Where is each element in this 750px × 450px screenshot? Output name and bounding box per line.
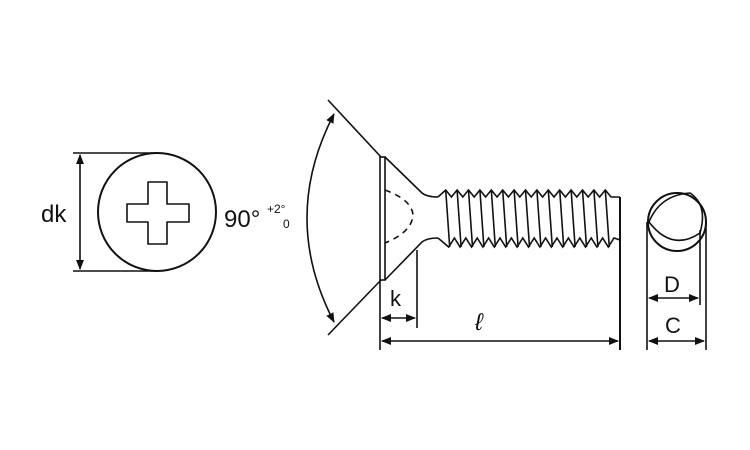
thread-profile [437, 188, 620, 199]
dk-label: dk [41, 201, 67, 228]
screw-end-view [646, 192, 707, 350]
d-label: D [664, 272, 680, 297]
angle-tol-minus: 0 [283, 217, 290, 231]
head-top-view [73, 152, 217, 272]
k-label: k [390, 286, 402, 311]
angle-label: 90° [224, 206, 260, 233]
thread-profile [444, 189, 611, 248]
c-label: C [665, 313, 681, 338]
phillips-cross-icon [126, 181, 190, 245]
angle-arc-arrow [306, 113, 335, 323]
screw-side-view [306, 99, 621, 350]
length-label: ℓ [474, 309, 484, 336]
angle-tol-plus: +2° [267, 202, 286, 216]
